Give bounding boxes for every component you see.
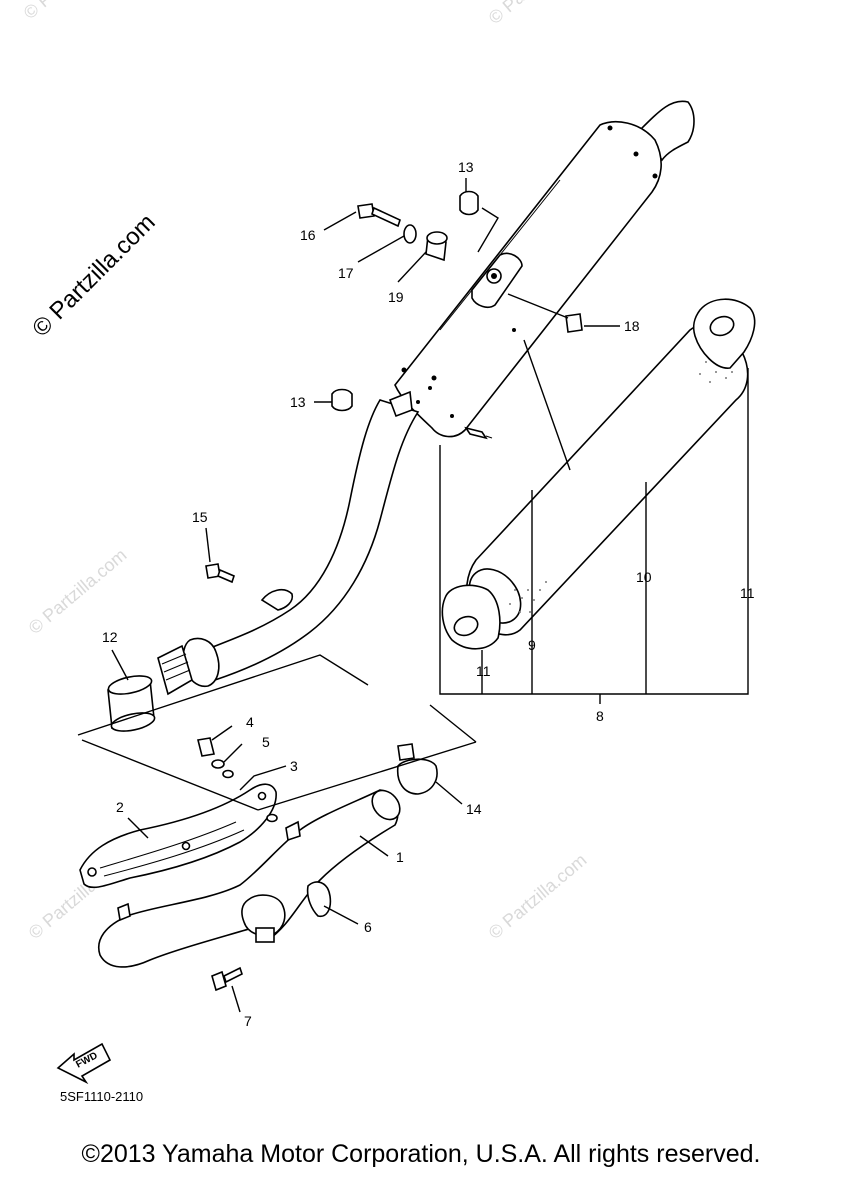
label-2: 2 (116, 799, 124, 815)
part-14-clamp (396, 743, 438, 795)
reference-lines (77, 207, 749, 811)
label-17: 17 (338, 265, 354, 281)
part-13-grommet (459, 190, 479, 216)
part-17-washer (403, 224, 417, 244)
label-11-right: 11 (740, 585, 755, 601)
part-12-gasket (107, 675, 156, 732)
exhaust-pipe-upper (157, 390, 420, 696)
part-6-gasket (306, 881, 332, 918)
exhaust-pipe-lower (98, 789, 401, 968)
watermark: © Partzilla.com (25, 545, 131, 638)
part-13-grommet (331, 388, 353, 412)
diagram-code: 5SF1110-2110 (60, 1089, 143, 1104)
label-7: 7 (244, 1013, 252, 1029)
part-3-damper (222, 769, 234, 779)
part-16-bolt (357, 203, 401, 228)
part-7-bolt (211, 966, 243, 992)
watermark-layer: © Partzilla.com © Partzilla.com © Partzi… (20, 0, 591, 943)
part-19-collar (425, 231, 448, 262)
label-9: 9 (528, 637, 536, 653)
part-labels: 13 16 17 19 18 13 15 10 11 12 9 11 8 4 5… (102, 159, 755, 1029)
label-15: 15 (192, 509, 208, 525)
silencer-insert (441, 298, 756, 650)
muffler-assembly (394, 100, 695, 440)
label-6: 6 (364, 919, 372, 935)
label-18: 18 (624, 318, 640, 334)
heat-protector (79, 783, 277, 889)
label-14: 14 (466, 801, 482, 817)
label-12: 12 (102, 629, 118, 645)
label-4: 4 (246, 714, 254, 730)
label-10: 10 (636, 569, 652, 585)
label-5: 5 (262, 734, 270, 750)
part-4-bolt (197, 737, 215, 757)
fwd-arrow: FWD (56, 1042, 112, 1085)
label-11-left: 11 (476, 663, 491, 679)
part-3-damper (266, 813, 278, 823)
copyright-notice: ©2013 Yamaha Motor Corporation, U.S.A. A… (82, 1140, 761, 1168)
label-16: 16 (300, 227, 316, 243)
side-watermark: © Partzilla.com (27, 209, 160, 342)
label-13-upper: 13 (458, 159, 474, 175)
part-15-bolt (205, 563, 235, 584)
part-18-nut (565, 313, 583, 333)
watermark: © Partzilla.com (485, 0, 591, 28)
label-3: 3 (290, 758, 298, 774)
watermark: © Partzilla.com (485, 850, 591, 943)
label-13-lower: 13 (290, 394, 306, 410)
part-5-washer (211, 759, 225, 769)
label-19: 19 (388, 289, 404, 305)
leader-lines (111, 178, 620, 1013)
label-1: 1 (396, 849, 404, 865)
watermark: © Partzilla.com (20, 0, 126, 23)
label-8: 8 (596, 708, 604, 724)
